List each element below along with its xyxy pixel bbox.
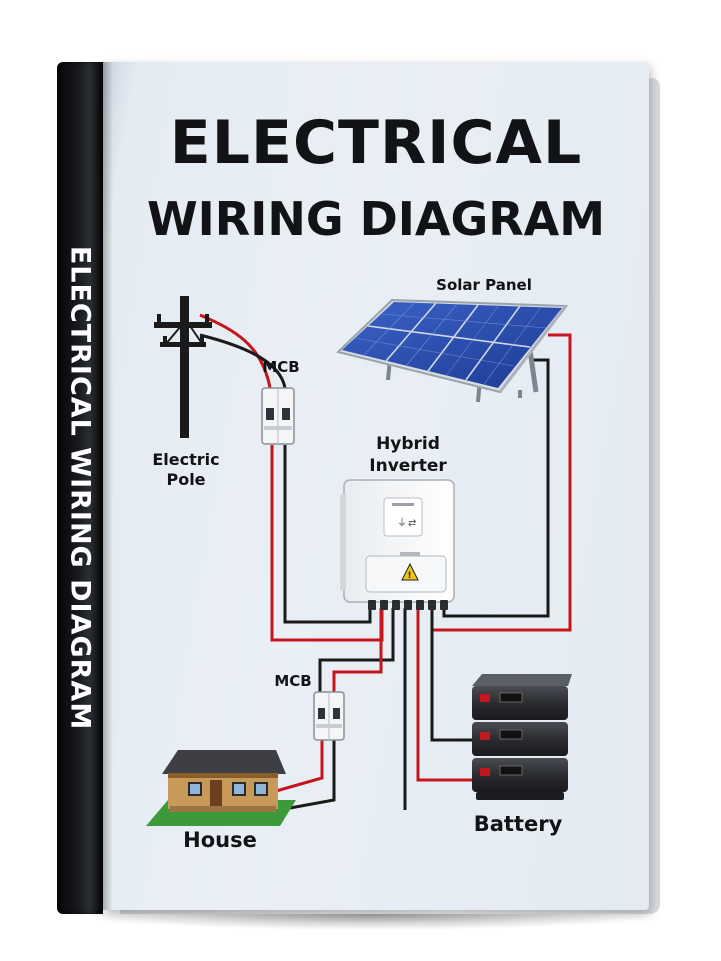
label-electric-pole-line2: Pole — [166, 470, 206, 489]
label-mcb-bottom: MCB — [274, 672, 312, 690]
battery-module-1 — [472, 674, 572, 720]
wire-pole-mcb-live — [199, 313, 272, 389]
solar-panel — [336, 298, 568, 403]
label-hybrid-inverter-line1: Hybrid — [376, 434, 440, 454]
battery-stack — [472, 674, 572, 800]
wire-inverter-battery-live — [416, 608, 480, 782]
svg-text:!: ! — [408, 571, 412, 581]
label-solar-panel: Solar Panel — [436, 276, 532, 294]
svg-text:⇄: ⇄ — [408, 518, 416, 529]
wire-solar-inverter-neutral — [442, 358, 550, 618]
label-hybrid-inverter-line2: Inverter — [369, 456, 447, 476]
wire-inverter-mcb2-neutral — [318, 608, 395, 692]
cover-title-line1: ELECTRICAL — [169, 108, 583, 178]
svg-text:⏚: ⏚ — [397, 517, 407, 529]
wire-mcb-inverter-neutral — [283, 445, 372, 624]
mcb-top — [261, 387, 295, 445]
wires — [199, 313, 572, 814]
label-mcb-top: MCB — [262, 358, 300, 376]
wire-inverter-mcb2-live — [332, 608, 383, 692]
wire-pole-mcb-neutral — [199, 333, 287, 389]
label-house: House — [183, 828, 257, 852]
battery-module-2 — [472, 722, 568, 756]
book-spine — [57, 62, 103, 914]
cover-title-line2: WIRING DIAGRAM — [146, 192, 606, 246]
mcb-bottom — [313, 691, 345, 741]
cover-hinge — [103, 62, 113, 910]
house — [146, 750, 296, 826]
wire-mcb2-house-live — [261, 740, 324, 797]
electric-pole — [154, 296, 212, 438]
label-electric-pole-line1: Electric — [152, 450, 220, 469]
label-battery: Battery — [473, 812, 563, 836]
battery-module-3 — [472, 758, 568, 792]
wire-inverter-battery-neutral — [430, 608, 476, 742]
hybrid-inverter: ⏚ ⇄ ! — [340, 479, 455, 610]
